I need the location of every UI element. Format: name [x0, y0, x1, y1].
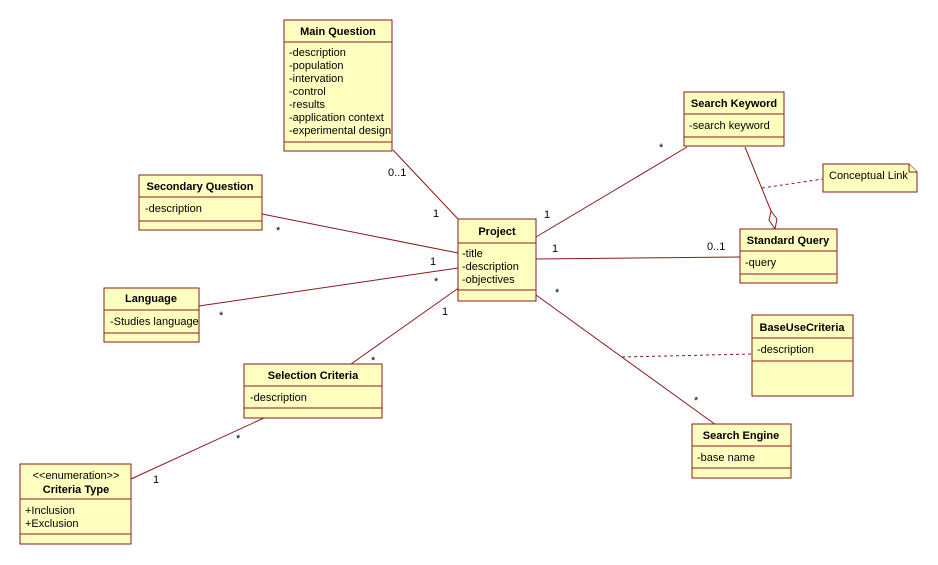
mult-search-engine-end: *: [694, 395, 699, 407]
class-attribute: -results: [289, 99, 326, 111]
class-stereotype: <<enumeration>>: [33, 470, 120, 482]
aggregation-diamond: [768, 209, 778, 231]
mult-project-main-question-end: 1: [433, 208, 439, 220]
class-standard-query[interactable]: Standard Query -query: [739, 228, 838, 284]
assoc-main-question-project: [392, 149, 459, 220]
note-conceptual-link[interactable]: Conceptual Link: [822, 163, 918, 193]
class-attribute: -experimental design: [289, 125, 391, 137]
class-main-question[interactable]: Main Question -description -population -…: [283, 19, 393, 152]
class-name: Secondary Question: [147, 181, 254, 193]
assoc-project-search-engine: [535, 294, 717, 426]
assoc-criteria-type-selection-criteria: [130, 417, 265, 480]
class-attribute: -description: [289, 47, 346, 59]
class-attribute: -intervation: [289, 73, 343, 85]
class-attribute: -Studies language: [110, 316, 199, 328]
assoc-search-keyword-project: [535, 146, 688, 238]
class-criteria-type[interactable]: <<enumeration>> Criteria Type +Inclusion…: [19, 463, 132, 545]
class-attribute: -control: [289, 86, 326, 98]
class-attribute: +Exclusion: [25, 518, 79, 530]
class-name: Standard Query: [747, 235, 830, 247]
assoc-project-standard-query: [535, 256, 741, 260]
class-search-engine[interactable]: Search Engine -base name: [691, 423, 792, 479]
class-name: Search Keyword: [691, 98, 777, 110]
class-attribute: -description: [757, 344, 814, 356]
mult-search-keyword-end: *: [659, 142, 664, 154]
assoc-selection-criteria-project: [350, 286, 461, 365]
class-project[interactable]: Project -title -description -objectives: [457, 218, 537, 302]
mult-standard-query-end: 0..1: [707, 241, 725, 253]
mult-project-search-keyword-end: 1: [544, 209, 550, 221]
mult-language-end: *: [219, 310, 224, 322]
class-attribute: -description: [462, 261, 519, 273]
assoc-language-project: [198, 267, 459, 307]
aggregation-search-keyword-standard-query: [744, 146, 772, 212]
mult-selection-criteria-criteria-type-end: *: [236, 433, 241, 445]
class-attribute: -base name: [697, 452, 755, 464]
mult-project-standard-query-end: 1: [552, 243, 558, 255]
class-name: Language: [125, 293, 177, 305]
class-attribute: -description: [250, 392, 307, 404]
dashed-link-note: [761, 178, 824, 189]
class-secondary-question[interactable]: Secondary Question -description: [138, 174, 263, 231]
multiplicity-labels: 0..1 1 * 1 * * * 1 * 1 * 1 0..1 1 * *: [153, 142, 725, 486]
class-attribute: -query: [745, 257, 777, 269]
class-attribute: -title: [462, 248, 483, 260]
class-attribute: +Inclusion: [25, 505, 75, 517]
class-attribute: -description: [145, 203, 202, 215]
mult-criteria-type-end: 1: [153, 474, 159, 486]
associations: [130, 146, 824, 480]
class-search-keyword[interactable]: Search Keyword -search keyword: [683, 91, 785, 147]
class-name: Selection Criteria: [268, 370, 359, 382]
class-selection-criteria[interactable]: Selection Criteria -description: [243, 363, 383, 419]
assoc-secondary-question-project: [261, 213, 459, 254]
class-name: BaseUseCriteria: [760, 322, 846, 334]
dashed-link-base-use-criteria: [621, 353, 753, 358]
mult-project-secondary-question-end: 1: [430, 256, 436, 268]
class-attribute: -objectives: [462, 274, 515, 286]
class-name: Search Engine: [703, 430, 779, 442]
class-language[interactable]: Language -Studies language: [103, 287, 200, 343]
mult-project-language-end: *: [434, 276, 439, 288]
class-name: Criteria Type: [43, 484, 109, 496]
class-attribute: -search keyword: [689, 120, 770, 132]
class-name: Main Question: [300, 26, 376, 38]
mult-project-search-engine-end: *: [555, 287, 560, 299]
mult-selection-criteria-end: *: [371, 355, 376, 367]
class-attribute: -population: [289, 60, 343, 72]
mult-secondary-question-end: *: [276, 225, 281, 237]
class-base-use-criteria[interactable]: BaseUseCriteria -description: [751, 314, 854, 397]
note-text: Conceptual Link: [829, 170, 908, 182]
class-attribute: -application context: [289, 112, 384, 124]
mult-main-question-end: 0..1: [388, 167, 406, 179]
mult-project-selection-criteria-end: 1: [442, 306, 448, 318]
class-name: Project: [478, 226, 516, 238]
